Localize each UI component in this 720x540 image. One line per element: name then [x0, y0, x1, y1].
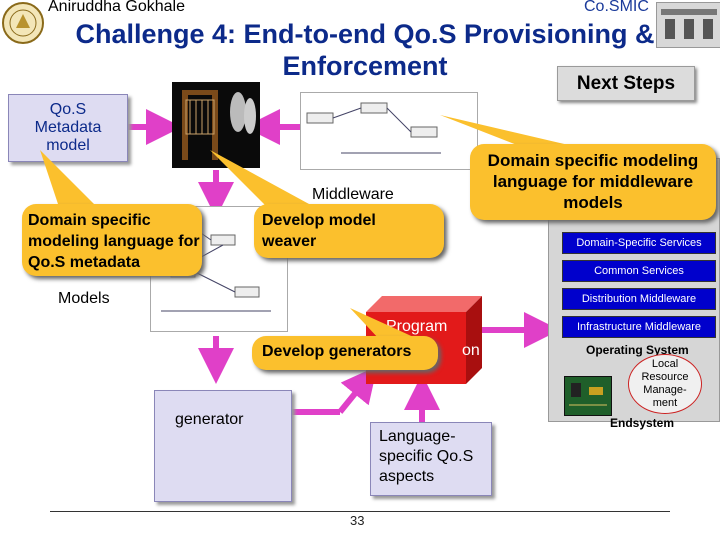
callout-dsml-middleware: Domain specific modeling language for mi… — [470, 144, 716, 220]
endsystem-label: Endsystem — [610, 416, 675, 430]
callout-develop-model-weaver: Develop model weaver — [254, 204, 444, 258]
language-specific-qos-aspects-label: Language-specific Qo.S aspects — [379, 428, 474, 485]
university-seal-logo — [2, 2, 44, 44]
author-name: Aniruddha Gokhale — [48, 0, 185, 15]
language-specific-qos-aspects-box: Language-specific Qo.S aspects — [370, 422, 492, 496]
local-resource-management-oval: Local Resource Manage-ment — [628, 354, 702, 414]
operating-system-label: Operating System — [586, 343, 689, 357]
project-name: Co.SMIC — [584, 0, 649, 15]
institution-logo — [656, 2, 720, 48]
middleware-model-diagram — [300, 92, 478, 170]
infrastructure-middleware-layer: Infrastructure Middleware — [562, 316, 716, 338]
callout-dsml-qos-metadata: Domain specific modeling language for Qo… — [22, 204, 202, 276]
callout-develop-model-weaver-text: Develop model weaver — [262, 212, 376, 250]
next-steps-button[interactable]: Next Steps — [557, 66, 695, 101]
program-label-tail: on — [462, 342, 480, 359]
distribution-middleware-layer: Distribution Middleware — [562, 288, 716, 310]
slide-number: 33 — [350, 513, 365, 528]
circuit-board-image — [564, 376, 612, 416]
generator-label: generator — [175, 411, 244, 428]
program-label: Program — [386, 318, 448, 335]
qos-metadata-model-label: Qo.S Metadata model — [34, 101, 102, 154]
callout-dsml-middleware-text: Domain specific modeling language for mi… — [487, 151, 699, 212]
slide-title: Challenge 4: End-to-end Qo.S Provisionin… — [75, 19, 655, 81]
callout-develop-generators: Develop generators — [252, 336, 438, 370]
qos-metadata-model-box: Qo.S Metadata model — [8, 94, 128, 162]
middleware-label: Middleware — [312, 186, 394, 203]
callout-dsml-qos-metadata-text: Domain specific modeling language for Qo… — [28, 212, 200, 271]
callout-develop-generators-text: Develop generators — [262, 343, 412, 360]
common-services-layer: Common Services — [562, 260, 716, 282]
domain-specific-services-layer: Domain-Specific Services — [562, 232, 716, 254]
generator-box: generator — [154, 390, 292, 502]
models-label: Models — [58, 290, 110, 307]
footer-rule — [50, 511, 670, 512]
local-resource-management-label: Local Resource Manage-ment — [641, 358, 689, 409]
